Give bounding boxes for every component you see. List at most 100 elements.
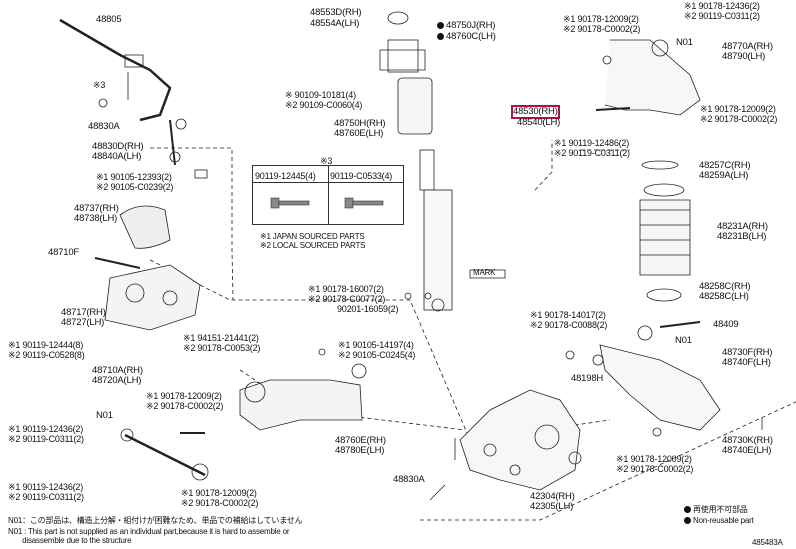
part-48258c-rh[interactable]: 48258C(RH) bbox=[699, 281, 751, 292]
part-48830d[interactable]: 48830D(RH) bbox=[92, 141, 144, 152]
part-48727[interactable]: 48727(LH) bbox=[61, 317, 105, 328]
part-48409[interactable]: 48409 bbox=[713, 319, 739, 330]
footnote-jp: N01：この部品は、構造上分解・組付けが困難なため、単品での補給はしていません bbox=[8, 516, 303, 525]
part-90178-h[interactable]: ※2 90178-C0002(2) bbox=[146, 401, 224, 411]
part-90119-g[interactable]: ※1 90119-12436(2) bbox=[8, 482, 84, 492]
part-48760e-rh[interactable]: 48760E(RH) bbox=[335, 435, 386, 446]
part-48720a[interactable]: 48720A(LH) bbox=[92, 375, 142, 386]
part-48710a[interactable]: 48710A(RH) bbox=[92, 365, 143, 376]
part-48540[interactable]: 48540(LH) bbox=[517, 117, 561, 128]
part-48840a[interactable]: 48840A(LH) bbox=[92, 151, 142, 162]
part-90178-l[interactable]: ※2 90178-C0002(2) bbox=[181, 498, 259, 508]
part-90178-m1[interactable]: ※1 90178-16007(2) bbox=[308, 284, 384, 294]
part-42304[interactable]: 42304(RH) bbox=[530, 491, 575, 502]
part-48198h[interactable]: 48198H bbox=[571, 373, 604, 384]
part-48750h[interactable]: 48750H(RH) bbox=[334, 118, 386, 129]
bolt-90119-a[interactable]: 90119-12445(4) bbox=[255, 171, 316, 181]
part-48730f[interactable]: 48730F(RH) bbox=[722, 347, 773, 358]
part-90105-c[interactable]: ※1 90105-14197(4) bbox=[338, 340, 414, 350]
non-reusable-icon bbox=[437, 33, 444, 40]
legend-dot-icon bbox=[684, 506, 691, 513]
part-48553d[interactable]: 48553D(RH) bbox=[310, 7, 362, 18]
part-48760c[interactable]: 48760C(LH) bbox=[437, 32, 496, 42]
part-90109-a[interactable]: ※ 90109-10181(4) bbox=[285, 90, 356, 100]
part-48738[interactable]: 48738(LH) bbox=[74, 213, 118, 224]
part-42305[interactable]: 42305(LH) bbox=[530, 501, 574, 512]
part-90201[interactable]: 90201-16059(2) bbox=[337, 304, 399, 314]
part-90105-d[interactable]: ※2 90105-C0245(4) bbox=[338, 350, 416, 360]
note-local-sourced: ※2 LOCAL SOURCED PARTS bbox=[260, 241, 366, 250]
part-48231b[interactable]: 48231B(LH) bbox=[717, 231, 767, 242]
part-90178-tr2[interactable]: ※2 90119-C0311(2) bbox=[684, 11, 760, 21]
part-90109-b[interactable]: ※2 90109-C0060(4) bbox=[285, 100, 363, 110]
part-90178-r1[interactable]: ※1 90178-12009(2) bbox=[700, 104, 776, 114]
part-48750j-label: 48750J(RH) bbox=[446, 20, 496, 31]
part-90119-b[interactable]: ※2 90119-C0311(2) bbox=[554, 148, 630, 158]
legend-dot-icon bbox=[684, 517, 691, 524]
note-marker-3b: ※3 bbox=[320, 156, 333, 166]
legend-jp-label: 再使用不可部品 bbox=[693, 505, 748, 514]
part-94151[interactable]: ※1 94151-21441(2) bbox=[183, 333, 259, 343]
part-48231a[interactable]: 48231A(RH) bbox=[717, 221, 768, 232]
part-48830a-bottom[interactable]: 48830A bbox=[393, 474, 425, 485]
footnote-en-2: disassemble due to the structure bbox=[8, 536, 132, 545]
part-48530[interactable]: 48530(RH) bbox=[511, 105, 560, 119]
part-90178-e[interactable]: ※1 90178-14017(2) bbox=[530, 310, 606, 320]
part-90178-k[interactable]: ※1 90178-12009(2) bbox=[181, 488, 257, 498]
non-reusable-icon bbox=[437, 22, 444, 29]
footnote-en-1: N01 : This part is not supplied as an in… bbox=[8, 527, 290, 536]
part-48258c-lh[interactable]: 48258C(LH) bbox=[699, 291, 749, 302]
n01-b: N01 bbox=[675, 335, 692, 346]
part-90178-c[interactable]: ※2 90178-C0053(2) bbox=[183, 343, 261, 353]
part-48737[interactable]: 48737(RH) bbox=[74, 203, 119, 214]
illustration-code: 485483A bbox=[752, 538, 783, 547]
part-90178-g[interactable]: ※1 90178-12009(2) bbox=[146, 391, 222, 401]
part-90119-h[interactable]: ※2 90119-C0311(2) bbox=[8, 492, 84, 502]
legend-en-label: Non-reusable part bbox=[693, 516, 754, 525]
part-90119-f[interactable]: ※2 90119-C0311(2) bbox=[8, 434, 84, 444]
part-90178-i[interactable]: ※1 90178-12009(2) bbox=[616, 454, 692, 464]
part-48770a[interactable]: 48770A(RH) bbox=[722, 41, 773, 52]
part-48760c-label: 48760C(LH) bbox=[446, 31, 496, 42]
note-japan-sourced: ※1 JAPAN SOURCED PARTS bbox=[260, 232, 365, 241]
part-90178-m2[interactable]: ※2 90178-C0077(2) bbox=[308, 294, 386, 304]
part-90119-e[interactable]: ※1 90119-12436(2) bbox=[8, 424, 84, 434]
part-48740f[interactable]: 48740F(LH) bbox=[722, 357, 771, 368]
part-90119-d[interactable]: ※2 90119-C0528(8) bbox=[8, 350, 85, 360]
n01-c: N01 bbox=[96, 410, 113, 421]
legend-en: Non-reusable part bbox=[684, 516, 754, 525]
part-48805[interactable]: 48805 bbox=[96, 14, 122, 25]
part-90178-r2[interactable]: ※2 90178-C0002(2) bbox=[700, 114, 778, 124]
part-48259a[interactable]: 48259A(LH) bbox=[699, 170, 749, 181]
legend-jp: 再使用不可部品 bbox=[684, 505, 748, 514]
note-marker: ※3 bbox=[93, 80, 106, 90]
part-48760e[interactable]: 48760E(LH) bbox=[334, 128, 384, 139]
part-48257c[interactable]: 48257C(RH) bbox=[699, 160, 751, 171]
part-90178-t4[interactable]: ※2 90178-C0002(2) bbox=[563, 24, 641, 34]
part-90105-a[interactable]: ※1 90105-12393(2) bbox=[96, 172, 172, 182]
bolt-table: 90119-12445(4) 90119-C0533(4) bbox=[252, 165, 404, 225]
part-90178-t3[interactable]: ※1 90178-12009(2) bbox=[563, 14, 639, 24]
shock-mark: MARK bbox=[473, 268, 496, 277]
part-90178-j[interactable]: ※2 90178-C0002(2) bbox=[616, 464, 694, 474]
part-90119-c[interactable]: ※1 90119-12444(8) bbox=[8, 340, 84, 350]
part-90178-tr1[interactable]: ※1 90178-12436(2) bbox=[684, 1, 760, 11]
part-48830a[interactable]: 48830A bbox=[88, 121, 120, 132]
table-divider bbox=[328, 166, 329, 224]
part-48717[interactable]: 48717(RH) bbox=[61, 307, 106, 318]
n01-a: N01 bbox=[676, 37, 693, 48]
bolt-90119-b[interactable]: 90119-C0533(4) bbox=[330, 171, 393, 181]
part-90105-b[interactable]: ※2 90105-C0239(2) bbox=[96, 182, 174, 192]
part-90178-f[interactable]: ※2 90178-C0088(2) bbox=[530, 320, 608, 330]
part-48740e[interactable]: 48740E(LH) bbox=[722, 445, 772, 456]
part-48780e[interactable]: 48780E(LH) bbox=[335, 445, 385, 456]
bolt-icons bbox=[270, 197, 384, 209]
part-48750j[interactable]: 48750J(RH) bbox=[437, 21, 495, 31]
part-48790[interactable]: 48790(LH) bbox=[722, 51, 766, 62]
part-48554a[interactable]: 48554A(LH) bbox=[310, 18, 360, 29]
part-48710f[interactable]: 48710F bbox=[48, 247, 80, 258]
part-90119-a[interactable]: ※1 90119-12486(2) bbox=[554, 138, 630, 148]
part-48730k[interactable]: 48730K(RH) bbox=[722, 435, 773, 446]
